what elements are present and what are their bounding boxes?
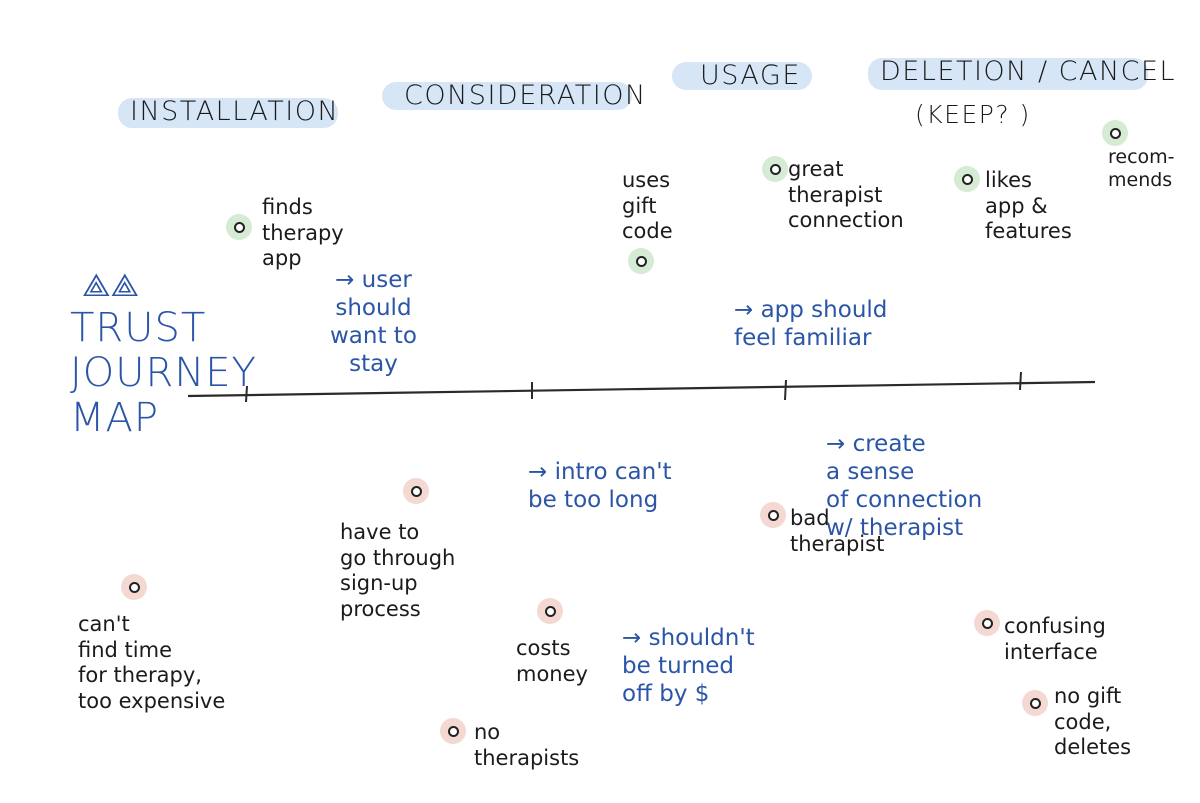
- negative-marker: [121, 574, 147, 600]
- negative-note: can't find time for therapy, too expensi…: [78, 612, 226, 713]
- negative-marker: [974, 610, 1000, 636]
- negative-marker: [403, 478, 429, 504]
- positive-note: likes app & features: [985, 168, 1072, 244]
- page-title: TRUST JOURNEY MAP: [70, 305, 257, 441]
- positive-marker: [628, 248, 654, 274]
- positive-marker: [762, 156, 788, 182]
- negative-note: bad therapist: [790, 506, 885, 556]
- negative-marker: [760, 502, 786, 528]
- stage-deletion-cancel: DELETION / CANCEL: [880, 56, 1177, 87]
- timeline-axis: [187, 380, 1096, 398]
- positive-marker: [954, 166, 980, 192]
- stage-keep: (KEEP? ): [915, 100, 1031, 129]
- positive-marker: [1102, 120, 1128, 146]
- positive-note: uses gift code: [622, 168, 673, 244]
- insight-note: → create a sense of connection w/ therap…: [826, 431, 983, 542]
- stage-installation: INSTALLATION: [130, 96, 340, 127]
- stage-highlight: [382, 82, 632, 110]
- positive-note: great therapist connection: [788, 157, 904, 233]
- timeline-tick: [784, 379, 787, 401]
- negative-marker: [537, 598, 563, 624]
- stage-highlight: [118, 98, 338, 128]
- insight-note: → user should want to stay: [330, 267, 417, 378]
- timeline-tick: [1019, 371, 1022, 391]
- stage-usage: USAGE: [700, 60, 801, 91]
- insight-note: → shouldn't be turned off by $: [622, 625, 755, 708]
- negative-note: no gift code, deletes: [1054, 684, 1132, 760]
- insight-note: → intro can't be too long: [528, 459, 672, 514]
- negative-note: have to go through sign-up process: [340, 520, 456, 621]
- stage-consideration: CONSIDERATION: [404, 80, 647, 111]
- negative-note: confusing interface: [1004, 614, 1106, 664]
- stage-highlight: [868, 58, 1148, 90]
- negative-marker: [1022, 690, 1048, 716]
- insight-note: → app should feel familiar: [734, 297, 888, 352]
- negative-note: costs money: [516, 636, 588, 686]
- negative-marker: [440, 718, 466, 744]
- stage-highlight: [672, 62, 812, 90]
- logo-mark: ⟁⟁: [82, 266, 140, 304]
- positive-note: finds therapy app: [262, 195, 344, 271]
- negative-note: no therapists: [474, 720, 580, 770]
- positive-note: recom- mends: [1108, 146, 1175, 192]
- timeline-tick: [245, 385, 248, 403]
- positive-marker: [226, 214, 252, 240]
